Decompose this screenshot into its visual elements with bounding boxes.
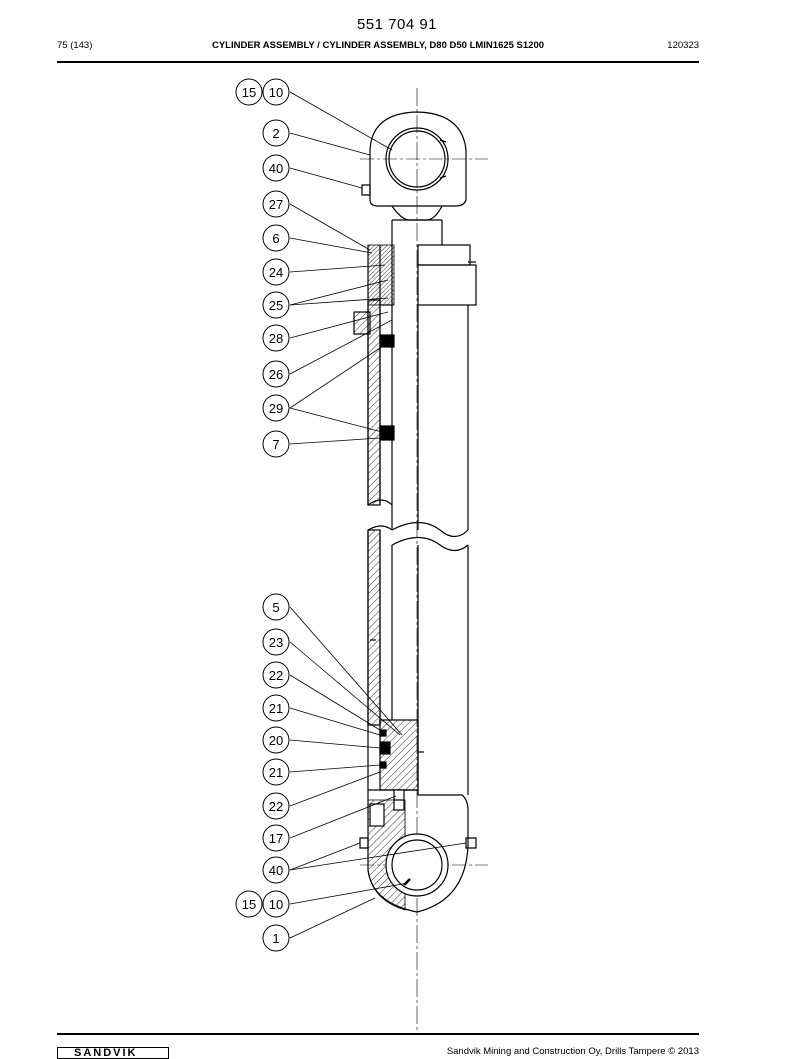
callout-26: 26: [262, 360, 290, 388]
company-logo: SANDVIK: [57, 1047, 169, 1059]
callout-29: 29: [262, 394, 290, 422]
callout-27: 27: [262, 190, 290, 218]
callout-10-top: 10: [262, 78, 290, 106]
callout-17: 17: [262, 824, 290, 852]
svg-text:22: 22: [269, 799, 283, 814]
svg-text:22: 22: [269, 668, 283, 683]
document-number: 551 704 91: [356, 16, 438, 33]
callout-7: 7: [262, 430, 290, 458]
revision-code: 120323: [667, 40, 699, 51]
svg-text:15: 15: [242, 897, 256, 912]
callout-22-upper: 22: [262, 661, 290, 689]
callout-21-upper: 21: [262, 694, 290, 722]
cylinder-outline: [353, 88, 488, 1030]
callout-15-top: 15: [235, 78, 263, 106]
callout-20: 20: [262, 726, 290, 754]
page-header: 75 (143) CYLINDER ASSEMBLY / CYLINDER AS…: [57, 40, 699, 54]
callout-1: 1: [262, 924, 290, 952]
svg-text:15: 15: [242, 85, 256, 100]
callout-21-lower: 21: [262, 758, 290, 786]
svg-text:25: 25: [269, 298, 283, 313]
svg-text:40: 40: [269, 863, 283, 878]
callout-10-bottom: 10: [262, 890, 290, 918]
callout-28: 28: [262, 324, 290, 352]
callout-2: 2: [262, 119, 290, 147]
svg-text:7: 7: [272, 437, 279, 452]
svg-text:27: 27: [269, 197, 283, 212]
svg-text:17: 17: [269, 831, 283, 846]
svg-text:23: 23: [269, 635, 283, 650]
callout-6: 6: [262, 224, 290, 252]
svg-text:24: 24: [269, 265, 283, 280]
copyright-text: Sandvik Mining and Construction Oy, Dril…: [446, 1046, 699, 1057]
svg-text:28: 28: [269, 331, 283, 346]
header-rule: [57, 61, 699, 63]
svg-text:40: 40: [269, 161, 283, 176]
callout-24: 24: [262, 258, 290, 286]
page-number: 75 (143): [57, 40, 93, 51]
callout-22-lower: 22: [262, 792, 290, 820]
callout-40-top: 40: [262, 154, 290, 182]
leader-lines: [289, 91, 467, 939]
svg-text:21: 21: [269, 701, 283, 716]
svg-text:5: 5: [272, 600, 279, 615]
svg-text:1: 1: [272, 931, 279, 946]
svg-text:21: 21: [269, 765, 283, 780]
callout-40-bottom: 40: [262, 856, 290, 884]
callout-25: 25: [262, 291, 290, 319]
svg-text:6: 6: [272, 231, 279, 246]
page-title: CYLINDER ASSEMBLY / CYLINDER ASSEMBLY, D…: [211, 40, 545, 51]
svg-text:2: 2: [272, 126, 279, 141]
footer-rule: [57, 1033, 699, 1035]
svg-text:10: 10: [269, 897, 283, 912]
svg-text:29: 29: [269, 401, 283, 416]
svg-text:10: 10: [269, 85, 283, 100]
svg-text:26: 26: [269, 367, 283, 382]
svg-text:20: 20: [269, 733, 283, 748]
callout-5: 5: [262, 593, 290, 621]
callout-15-bottom: 15: [235, 890, 263, 918]
callout-23: 23: [262, 628, 290, 656]
